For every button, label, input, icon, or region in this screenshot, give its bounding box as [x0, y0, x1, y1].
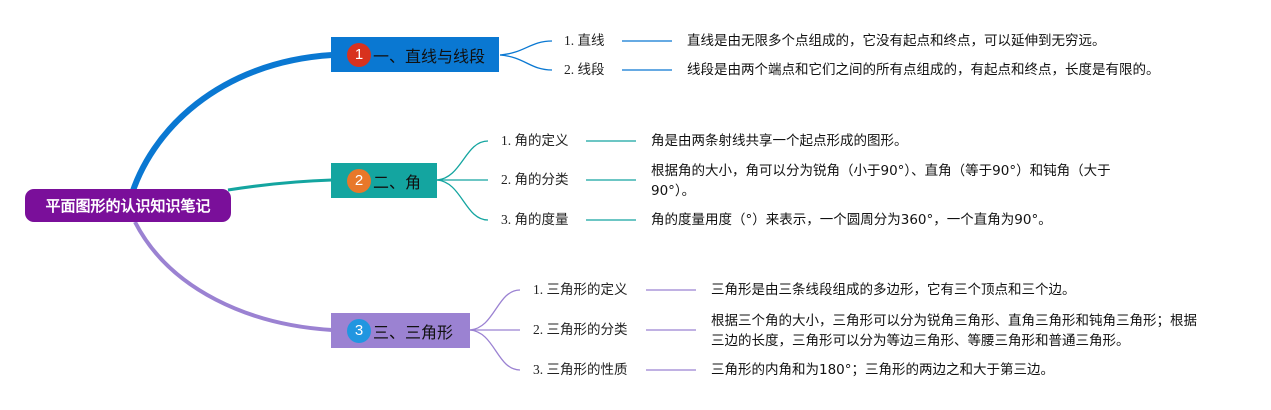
branch-1-sub-2[interactable]: 2. 线段	[564, 62, 605, 77]
branch-2-sub-3[interactable]: 3. 角的度量	[501, 212, 569, 227]
branch-1-label: 一、直线与线段	[373, 46, 486, 66]
branch-3-sub-1-desc: 三角形是由三条线段组成的多边形，它有三个顶点和三个边。	[711, 282, 1076, 298]
branch-2-sub-2-desc: 根据角的大小，角可以分为锐角（小于90°）、直角（等于90°）和钝角（大于90°…	[651, 163, 1111, 199]
branch-3-sub-3[interactable]: 3. 三角形的性质	[533, 362, 628, 377]
branch-2-sub-3-link	[436, 179, 489, 221]
branch-2-sub-1-desc: 角是由两条射线共享一个起点形成的图形。	[651, 133, 908, 149]
root-to-branch-2-link	[227, 178, 333, 192]
branch-3-sub-2-desc: 根据三个角的大小，三角形可以分为锐角三角形、直角三角形和钝角三角形；根据三边的长…	[711, 313, 1197, 349]
branch-1-sub-1[interactable]: 1. 直线	[564, 33, 605, 48]
branch-3-sub-2[interactable]: 2. 三角形的分类	[533, 322, 628, 337]
root-to-branch-1-link	[127, 52, 335, 203]
root-topic-label: 平面图形的认识知识笔记	[45, 197, 211, 215]
branch-3-sub-3-desc: 三角形的内角和为180°；三角形的两边之和大于第三边。	[711, 362, 1055, 378]
number-1-badge-icon: 1	[347, 42, 371, 67]
branch-2-sub-2[interactable]: 2. 角的分类	[501, 172, 569, 187]
branch-2-topic[interactable]: 2 二、角	[331, 163, 437, 198]
branch-1-topic[interactable]: 1 一、直线与线段	[331, 37, 499, 72]
root-topic[interactable]: 平面图形的认识知识笔记	[25, 189, 231, 222]
branch-3-sub-1[interactable]: 1. 三角形的定义	[533, 282, 628, 297]
branch-2-sub-1-link	[436, 140, 489, 181]
branch-2-sub-1[interactable]: 1. 角的定义	[501, 133, 569, 148]
branch-1-sub-1-desc: 直线是由无限多个点组成的，它没有起点和终点，可以延伸到无穷远。	[687, 33, 1106, 49]
branch-1-sub-1-link	[499, 40, 553, 56]
branch-3-sub-1-link	[469, 289, 521, 331]
root-to-branch-3-link	[133, 221, 333, 332]
branch-3-topic[interactable]: 3 三、三角形	[331, 313, 470, 348]
branch-1-sub-2-link	[499, 54, 553, 71]
number-2-badge-icon: 2	[347, 168, 371, 193]
branch-2-sub-3-desc: 角的度量用度（°）来表示，一个圆周分为360°，一个直角为90°。	[651, 212, 1052, 228]
branch-3-label: 三、三角形	[373, 322, 454, 342]
branch-3-sub-3-link	[469, 329, 521, 371]
number-3-badge-icon: 3	[347, 318, 371, 343]
branch-2-label: 二、角	[373, 172, 422, 192]
branch-1-sub-2-desc: 线段是由两个端点和它们之间的所有点组成的，有起点和终点，长度是有限的。	[687, 62, 1160, 78]
